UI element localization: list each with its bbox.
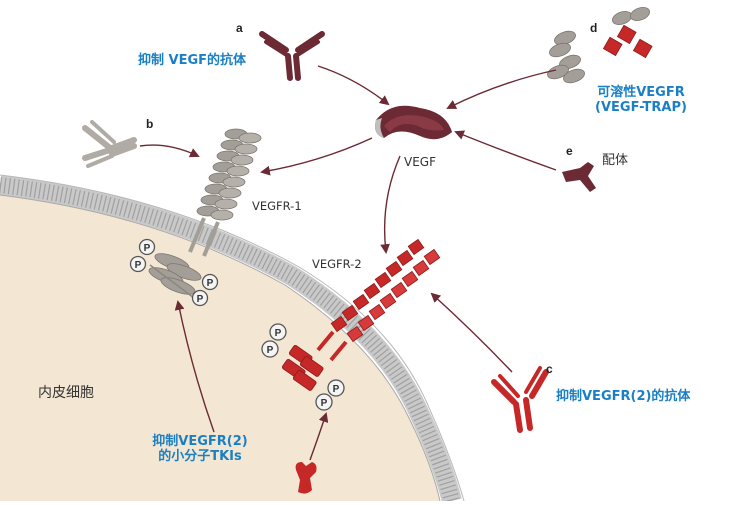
vegfr2-receptor bbox=[281, 238, 441, 391]
antibody-c-shape bbox=[491, 366, 549, 433]
cell-cytoplasm bbox=[0, 195, 440, 501]
label-tki-line2: 的小分子TKIs bbox=[158, 448, 242, 464]
phospho-label: P bbox=[197, 294, 204, 305]
label-soluble-vegfr-line2: (VEGF-TRAP) bbox=[595, 99, 687, 115]
ligand-e-shape bbox=[562, 162, 596, 192]
phospho-label: P bbox=[275, 328, 282, 339]
vegfr2-phospho-sites bbox=[261, 323, 345, 411]
membrane-outer-edge bbox=[0, 174, 465, 502]
label-vegf: VEGF bbox=[404, 155, 436, 169]
label-a: a bbox=[236, 21, 243, 35]
vegf-ligand-shape bbox=[375, 105, 452, 140]
label-soluble-vegfr: 可溶性VEGFR (VEGF-TRAP) bbox=[586, 85, 696, 116]
label-d: d bbox=[590, 21, 598, 35]
phospho-label: P bbox=[267, 345, 274, 356]
label-tki: 抑制VEGFR(2) 的小分子TKIs bbox=[140, 434, 260, 465]
label-vegfr1: VEGFR-1 bbox=[252, 199, 302, 213]
phospho-label: P bbox=[321, 398, 328, 409]
vegf-trap-shape bbox=[547, 7, 653, 84]
cell-membrane bbox=[0, 175, 462, 504]
label-vegfr2: VEGFR-2 bbox=[312, 257, 362, 271]
vegfr1-phospho-sites bbox=[129, 238, 219, 307]
phospho-label: P bbox=[144, 243, 151, 254]
label-e: e bbox=[566, 144, 573, 158]
antibody-a-shape bbox=[259, 31, 325, 81]
phospho-label: P bbox=[333, 384, 340, 395]
label-c: c bbox=[546, 362, 553, 376]
label-anti-vegfr2-antibody: 抑制VEGFR(2)的抗体 bbox=[556, 389, 691, 404]
label-b: b bbox=[146, 117, 154, 131]
label-soluble-vegfr-line1: 可溶性VEGFR bbox=[597, 85, 685, 100]
membrane-inner-edge bbox=[0, 194, 441, 502]
label-endothelial-cell: 内皮细胞 bbox=[38, 385, 94, 401]
label-ligand: 配体 bbox=[602, 153, 629, 168]
phospho-label: P bbox=[135, 260, 142, 271]
label-tki-line1: 抑制VEGFR(2) bbox=[152, 434, 248, 449]
phospho-labels: P P P P P P P P bbox=[135, 243, 340, 409]
antibody-b-shape bbox=[82, 120, 137, 168]
tki-shape bbox=[295, 462, 317, 494]
phospho-label: P bbox=[207, 278, 214, 289]
vegfr1-receptor bbox=[148, 128, 262, 299]
arrows bbox=[139, 65, 557, 461]
label-anti-vegf-antibody: 抑制 VEGF的抗体 bbox=[138, 53, 247, 68]
